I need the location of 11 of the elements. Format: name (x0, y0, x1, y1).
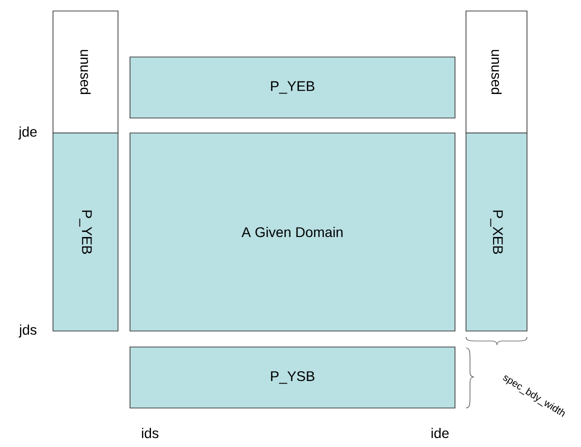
region-box: P_YEB (130, 56, 456, 118)
region-box: A Given Domain (130, 132, 456, 332)
region-box: P_XEB (466, 132, 528, 332)
region-box: P_YSB (130, 346, 456, 408)
axis-label: ide (432, 428, 449, 438)
region-box: P_YEB (52, 132, 118, 332)
unused-box: unused (466, 10, 528, 134)
axis-label: ids (142, 428, 158, 438)
axis-label: jds (18, 324, 36, 338)
axis-label: jde (18, 126, 37, 140)
unused-box: unused (52, 10, 118, 134)
